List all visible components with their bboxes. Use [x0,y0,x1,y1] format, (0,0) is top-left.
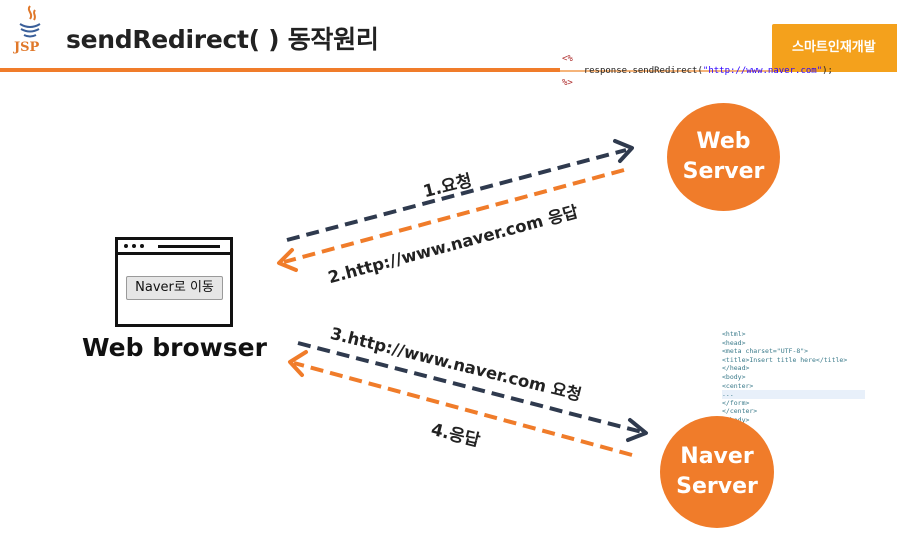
code-line: </form> [722,398,750,407]
code-line: <head> [722,338,746,347]
java-logo-icon [8,2,52,60]
arrowhead-step2 [277,248,298,272]
arrowhead-step4 [288,350,308,377]
code-line: </head> [722,364,750,373]
arrowhead-step3 [626,418,648,442]
code-end: ); [822,66,833,76]
browser-title-bar [118,240,230,255]
code-url: "http://www.naver.com" [702,66,823,76]
arrow-step4 [293,361,633,457]
title-underline-thin [560,70,897,72]
code-line: </center> [722,407,758,416]
brand-text: 스마트인재개발 [792,40,876,55]
code-line: <center> [722,381,754,390]
page-title: sendRedirect( ) 동작원리 [66,25,379,54]
code-line: <html> [722,330,746,338]
browser-address-bar [158,245,220,248]
web-browser-label: Web browser [82,333,267,362]
jsp-close-tag: %> [562,78,573,88]
web-server-node: Web Server [667,103,780,211]
brand-banner: 스마트인재개발 [772,24,897,72]
naver-server-label: Naver Server [676,444,758,499]
arrowhead-step1 [613,139,634,163]
logo-text: JSP [14,40,40,55]
code-line: <meta charset="UTF-8"> [722,347,809,356]
title-underline [0,68,560,72]
naver-move-button[interactable]: Naver로 이동 [126,276,223,300]
naver-server-node: Naver Server [660,416,774,528]
jsp-open-tag: <% [562,54,573,64]
code-snippet-redirect: <% response.sendRedirect("http://www.nav… [562,53,833,89]
code-line: ... [722,390,865,399]
browser-window: Naver로 이동 [115,237,233,327]
browser-dot-icon [140,244,144,248]
browser-dot-icon [124,244,128,248]
code-line: <title>Insert title here</title> [722,355,848,364]
code-call: response.sendRedirect( [583,66,703,76]
code-line: <body> [722,372,746,381]
web-server-label: Web Server [682,129,765,184]
arrow-step1 [286,148,627,242]
browser-dot-icon [132,244,136,248]
